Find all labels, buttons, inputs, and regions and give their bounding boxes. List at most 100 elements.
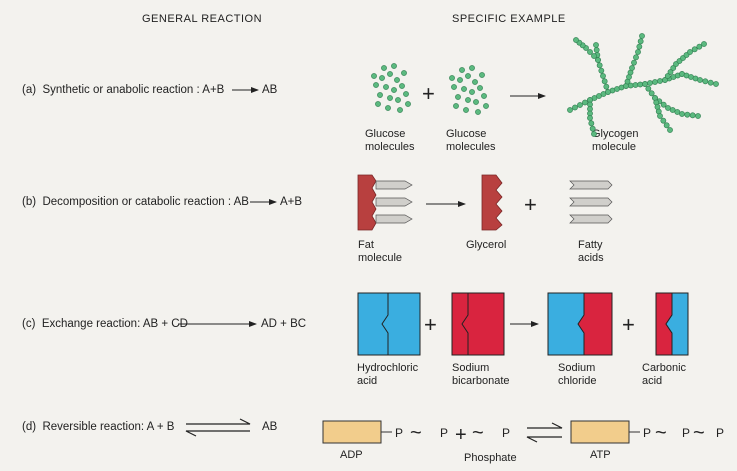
glucose-cluster-1 bbox=[371, 63, 411, 113]
glycogen-unit bbox=[697, 77, 703, 83]
glucose-molecule bbox=[405, 101, 411, 107]
glycogen-unit bbox=[684, 111, 691, 118]
glycogen-unit bbox=[660, 117, 667, 124]
glycogen-unit bbox=[591, 53, 597, 59]
glycogen-unit bbox=[637, 38, 644, 45]
high-energy-bond: ~ bbox=[472, 422, 484, 444]
row-b-product: A+B bbox=[280, 196, 303, 208]
high-energy-bond: ~ bbox=[410, 422, 422, 444]
atp-box bbox=[570, 420, 630, 444]
glycogen-unit bbox=[657, 78, 663, 84]
adp-phosphate-group: P~P+~P bbox=[395, 422, 510, 446]
glucose-label-2: Glucose molecules bbox=[446, 128, 496, 153]
row-d-product: AB bbox=[262, 421, 278, 433]
plus-sign-b: + bbox=[524, 192, 537, 217]
glycogen-unit bbox=[696, 43, 703, 50]
glycogen-unit bbox=[660, 101, 667, 108]
glycogen-unit bbox=[691, 46, 698, 53]
carbonic-acid-label: Carbonic acid bbox=[642, 362, 687, 387]
glucose-molecule bbox=[403, 91, 409, 97]
glycogen-unit bbox=[598, 67, 605, 74]
glucose-molecule bbox=[394, 77, 400, 83]
glycogen-unit bbox=[593, 42, 599, 48]
glycogen-unit bbox=[632, 82, 639, 88]
glucose-molecule bbox=[463, 107, 469, 113]
row-b-text: Decomposition or catabolic reaction : AB bbox=[42, 196, 249, 208]
glycogen-unit bbox=[635, 49, 641, 55]
row-c-text: Exchange reaction: AB + CD bbox=[41, 318, 188, 330]
glycogen-unit bbox=[595, 57, 601, 63]
glucose-label-1: Glucose molecules bbox=[365, 128, 415, 153]
general-reaction-header: GENERAL REACTION bbox=[142, 13, 263, 25]
glycogen-unit bbox=[713, 81, 719, 87]
plus-sign-a: + bbox=[422, 81, 435, 106]
atp-phosphate-group: P~P~P bbox=[643, 422, 724, 444]
glucose-molecule bbox=[395, 97, 401, 103]
glucose-molecule bbox=[385, 105, 391, 111]
row-a-product: AB bbox=[262, 84, 278, 96]
glycogen-unit bbox=[702, 78, 709, 85]
glycogen-unit bbox=[701, 41, 707, 47]
glycogen-unit bbox=[648, 90, 655, 97]
carbonic-acid-block bbox=[655, 292, 689, 356]
phosphate-label: Phosphate bbox=[464, 452, 517, 464]
glucose-molecule bbox=[465, 73, 471, 79]
phosphate-p: P bbox=[682, 426, 690, 440]
fatty-acids-label: Fatty acids bbox=[578, 239, 604, 264]
sodium-bicarbonate-label: Sodium bicarbonate bbox=[452, 362, 510, 387]
glucose-molecule bbox=[483, 103, 489, 109]
glycogen-unit bbox=[572, 104, 578, 111]
plus-sign-c2: + bbox=[622, 312, 635, 337]
glycogen-unit bbox=[645, 85, 652, 92]
glycogen-unit bbox=[605, 89, 611, 95]
glucose-molecule bbox=[469, 65, 475, 71]
glycogen-molecule bbox=[567, 33, 719, 137]
glycogen-unit bbox=[589, 125, 596, 132]
glycogen-unit bbox=[667, 127, 673, 133]
glycogen-unit bbox=[631, 59, 637, 66]
glucose-molecule bbox=[449, 75, 455, 81]
glycogen-unit bbox=[647, 80, 653, 86]
glycogen-unit bbox=[603, 83, 610, 90]
glucose-molecule bbox=[469, 89, 475, 95]
sodium-chloride-block bbox=[547, 292, 613, 356]
glucose-molecule bbox=[475, 109, 481, 115]
glucose-molecule bbox=[451, 84, 457, 90]
glucose-molecule bbox=[381, 65, 387, 71]
glycogen-unit bbox=[679, 111, 685, 117]
glucose-molecule bbox=[397, 107, 403, 113]
row-c-letter: (c) bbox=[22, 318, 36, 330]
glycogen-unit bbox=[652, 79, 658, 85]
glycogen-unit bbox=[591, 131, 597, 137]
glycogen-unit bbox=[567, 107, 573, 113]
fatty-acids-shape bbox=[569, 180, 613, 224]
row-d-reaction: (d) Reversible reaction: A + B bbox=[22, 421, 174, 434]
glycogen-unit bbox=[577, 102, 583, 108]
sodium-bicarbonate-block bbox=[451, 292, 505, 356]
fat-molecule-label: Fat molecule bbox=[358, 239, 403, 264]
glycogen-unit bbox=[629, 65, 635, 71]
glucose-molecule bbox=[457, 77, 463, 83]
glycogen-unit bbox=[600, 73, 606, 79]
glucose-molecule bbox=[472, 79, 478, 85]
glucose-molecule bbox=[377, 92, 383, 98]
glucose-molecule bbox=[399, 83, 405, 89]
glycogen-unit bbox=[582, 99, 588, 106]
phosphate-p: P bbox=[716, 426, 724, 440]
phosphate-p: P bbox=[643, 426, 651, 440]
row-a-letter: (a) bbox=[22, 84, 37, 96]
glycogen-unit bbox=[573, 37, 579, 43]
row-b-reaction: (b) Decomposition or catabolic reaction … bbox=[22, 196, 249, 209]
glycogen-unit bbox=[633, 54, 639, 61]
hydrochloric-acid-block bbox=[357, 292, 421, 356]
glucose-molecule bbox=[371, 73, 377, 79]
glucose-molecule bbox=[379, 75, 385, 81]
adp-atp-reversible-arrows bbox=[526, 422, 563, 443]
row-a-text: Synthetic or anabolic reaction : A+B bbox=[42, 84, 225, 96]
glycogen-unit bbox=[639, 33, 645, 39]
glycogen-unit bbox=[657, 113, 663, 119]
row-c-product: AD + BC bbox=[261, 318, 307, 330]
glucose-cluster-2 bbox=[449, 65, 489, 115]
glycogen-label: Glycogen molecule bbox=[592, 128, 639, 153]
